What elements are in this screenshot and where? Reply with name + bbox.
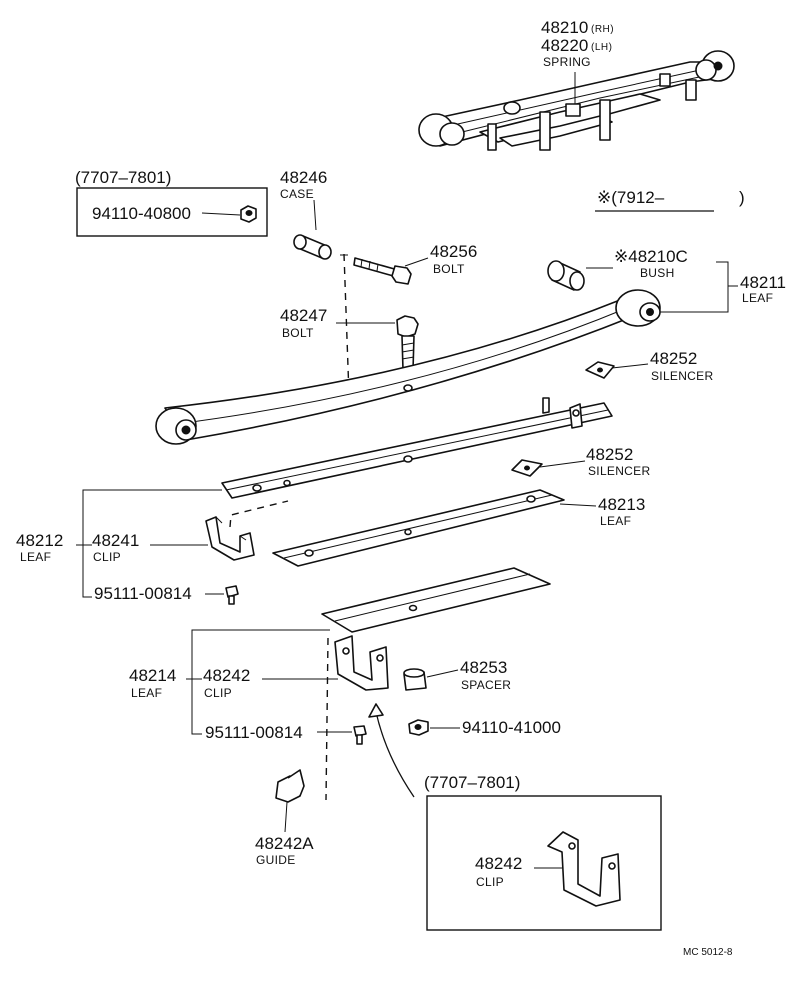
silencer-2-name: SILENCER: [588, 464, 650, 478]
bush-label: ※48210C BUSH: [614, 247, 688, 280]
case-label: 48246 CASE: [280, 168, 327, 201]
leaf-48211-number: 48211: [740, 273, 786, 292]
leaf-48212-number: 48212: [16, 531, 63, 550]
bush-icon: [547, 260, 585, 291]
bolt-48247-label: 48247 BOLT: [280, 306, 327, 340]
leaf-48213-name: LEAF: [600, 514, 631, 528]
silencer-1-number: 48252: [650, 349, 697, 368]
period-clip-name: CLIP: [476, 875, 504, 889]
bolt-48256-icon: [353, 257, 412, 285]
spring-rh-number: 48210: [541, 18, 588, 37]
period-box-bottom-range: (7707–7801): [424, 773, 520, 792]
note-period-label: ※(7912– ): [595, 188, 745, 212]
bolt-48256-name: BOLT: [433, 262, 465, 276]
silencer-2-icon: [511, 459, 543, 477]
case-name: CASE: [280, 187, 314, 201]
guide-label: 48242A GUIDE: [255, 834, 314, 867]
leaf-48214-label: 48214 LEAF: [129, 666, 176, 700]
guide-name: GUIDE: [256, 853, 296, 867]
nut-94110-41000-icon: [408, 719, 429, 736]
bolt-48256-label: 48256 BOLT: [430, 242, 477, 276]
period-box-top-range: (7707–7801): [75, 168, 171, 187]
nut-icon: [240, 205, 257, 223]
period-clip-label: 48242 CLIP: [475, 854, 522, 889]
spring-name: SPRING: [543, 55, 591, 69]
period-clip-icon: [547, 831, 621, 907]
nut-94110-40800-number: 94110-40800: [92, 204, 191, 223]
leaf-48211-main-leaf: [155, 289, 661, 445]
spacer-name: SPACER: [461, 678, 511, 692]
period-box-top: [76, 187, 268, 237]
leaf-48211-name: LEAF: [742, 291, 773, 305]
drawing-id: MC 5012-8: [683, 947, 733, 958]
silencer-2-label: 48252 SILENCER: [586, 445, 650, 478]
bolt-95111-a-number: 95111-00814: [94, 584, 192, 603]
period-box-bottom: [426, 795, 662, 931]
bolt-95111-a-icon: [225, 585, 239, 605]
note-period-text: ※(7912–: [597, 188, 665, 207]
clip-48242-name: CLIP: [204, 686, 232, 700]
bolt-48247-name: BOLT: [282, 326, 314, 340]
bolt-95111-b-icon: [353, 725, 367, 745]
leaf-48213-number: 48213: [598, 495, 645, 514]
leaf-48213: [272, 489, 565, 567]
leaf-48214: [321, 567, 551, 633]
case-part-icon: [293, 234, 332, 260]
spacer-icon: [403, 668, 427, 691]
spring-lh-number: 48220: [541, 36, 588, 55]
leaf-48214-name: LEAF: [131, 686, 162, 700]
spring-rh-side: (RH): [591, 24, 614, 35]
silencer-1-name: SILENCER: [651, 369, 713, 383]
leaf-48212: [221, 397, 613, 499]
bush-name: BUSH: [640, 266, 675, 280]
guide-icon: [275, 769, 305, 803]
bolt-48247-icon: [396, 315, 419, 371]
clip-48241-icon: [205, 516, 255, 561]
clip-48241-name: CLIP: [93, 550, 121, 564]
bush-number: ※48210C: [614, 247, 688, 266]
clip-48242-label: 48242 CLIP: [203, 666, 250, 700]
case-number: 48246: [280, 168, 327, 187]
bolt-48247-number: 48247: [280, 306, 327, 325]
leaf-48212-name: LEAF: [20, 550, 51, 564]
leaf-48212-label: 48212 LEAF: [16, 531, 63, 564]
guide-number: 48242A: [255, 834, 314, 853]
clip-48241-label: 48241 CLIP: [92, 531, 139, 564]
arrow-icon: [368, 703, 415, 798]
bolt-48256-number: 48256: [430, 242, 477, 261]
bolt-95111-b-number: 95111-00814: [205, 723, 303, 742]
silencer-1-icon: [585, 361, 615, 379]
spacer-label: 48253 SPACER: [460, 658, 511, 692]
spacer-number: 48253: [460, 658, 507, 677]
clip-48241-number: 48241: [92, 531, 139, 550]
clip-48242-number: 48242: [203, 666, 250, 685]
silencer-2-number: 48252: [586, 445, 633, 464]
leaf-48213-label: 48213 LEAF: [598, 495, 645, 528]
leaf-48211-label: 48211 LEAF: [740, 273, 786, 305]
period-clip-number: 48242: [475, 854, 522, 873]
silencer-1-label: 48252 SILENCER: [650, 349, 713, 383]
note-period-close: ): [739, 188, 745, 207]
nut-94110-41000-number: 94110-41000: [462, 718, 561, 737]
spring-lh-side: (LH): [591, 42, 612, 53]
clip-48242-icon: [334, 635, 389, 691]
leaf-48214-number: 48214: [129, 666, 176, 685]
spring-label: 48210 (RH) 48220 (LH) SPRING: [541, 18, 614, 69]
